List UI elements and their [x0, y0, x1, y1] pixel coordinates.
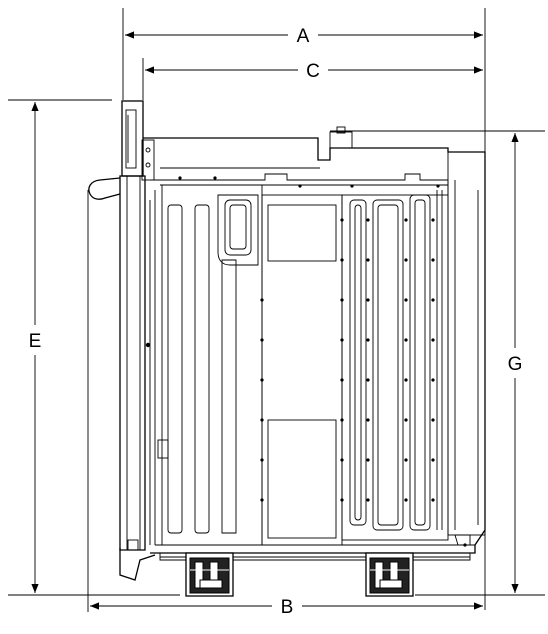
oven-body: [143, 126, 486, 561]
extension-lines: [8, 8, 545, 612]
rivets: [145, 176, 467, 547]
oven-door: [119, 100, 169, 581]
dimension-G: G: [508, 133, 523, 593]
dimension-label-e: E: [29, 331, 42, 352]
dimension-E: E: [29, 102, 42, 593]
dimension-label-b: B: [281, 597, 294, 618]
dimension-A: A: [125, 26, 483, 47]
dimension-B: B: [90, 597, 483, 618]
dimension-label-g: G: [508, 354, 523, 375]
door-handle: [88, 177, 121, 200]
dimension-label-c: C: [306, 61, 320, 82]
dimension-C: C: [145, 61, 483, 82]
dimension-label-a: A: [297, 26, 310, 47]
inner-panels: [161, 184, 449, 546]
left-foot: [185, 552, 234, 597]
right-foot: [365, 552, 414, 597]
